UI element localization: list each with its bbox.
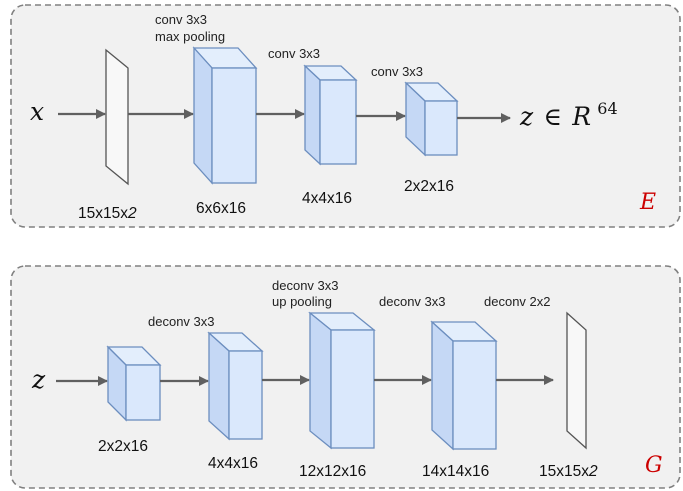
encoder-output-formula: z ∈ R 64	[519, 99, 618, 131]
generator-panel: z 2x2x16 deconv 3x3 4x4x16 deconv 3x3 up…	[10, 265, 681, 489]
encoder-block-3	[404, 81, 459, 157]
generator-op3-label: deconv 3x3	[379, 294, 446, 309]
encoder-tag: E	[639, 190, 656, 215]
encoder-input-symbol: x	[30, 97, 44, 126]
encoder-input-dim: 15x15x2	[78, 205, 137, 222]
generator-dim-3: 12x12x16	[299, 463, 366, 480]
encoder-input-slab	[105, 48, 129, 186]
generator-op4-label: deconv 2x2	[484, 294, 551, 309]
encoder-block-2	[303, 64, 358, 166]
encoder-op1-line1: conv 3x3	[155, 12, 207, 27]
generator-tag: G	[645, 453, 663, 478]
generator-dim-4: 14x14x16	[422, 463, 489, 480]
generator-output-dim: 15x15x2	[539, 463, 598, 480]
encoder-op2-label: conv 3x3	[268, 46, 320, 61]
generator-op1-label: deconv 3x3	[148, 314, 215, 329]
generator-block-2	[207, 331, 264, 441]
encoder-op3-label: conv 3x3	[371, 64, 423, 79]
encoder-dim-2: 4x4x16	[302, 190, 352, 207]
generator-output-slab	[566, 311, 587, 450]
encoder-dim-1: 6x6x16	[196, 200, 246, 217]
generator-input-symbol: z	[31, 365, 46, 394]
generator-op2-line2: up pooling	[272, 294, 332, 309]
generator-block-3	[308, 311, 376, 450]
encoder-block-1	[192, 46, 258, 185]
encoder-panel: x 15x15x2 conv 3x3 max pooling 6x6x16 co…	[10, 4, 681, 228]
generator-dim-1: 2x2x16	[98, 438, 148, 455]
generator-dim-2: 4x4x16	[208, 455, 258, 472]
generator-block-4	[430, 320, 498, 451]
generator-op2-line1: deconv 3x3	[272, 278, 339, 293]
encoder-op1-line2: max pooling	[155, 29, 225, 44]
encoder-dim-3: 2x2x16	[404, 178, 454, 195]
generator-block-1	[106, 345, 162, 422]
